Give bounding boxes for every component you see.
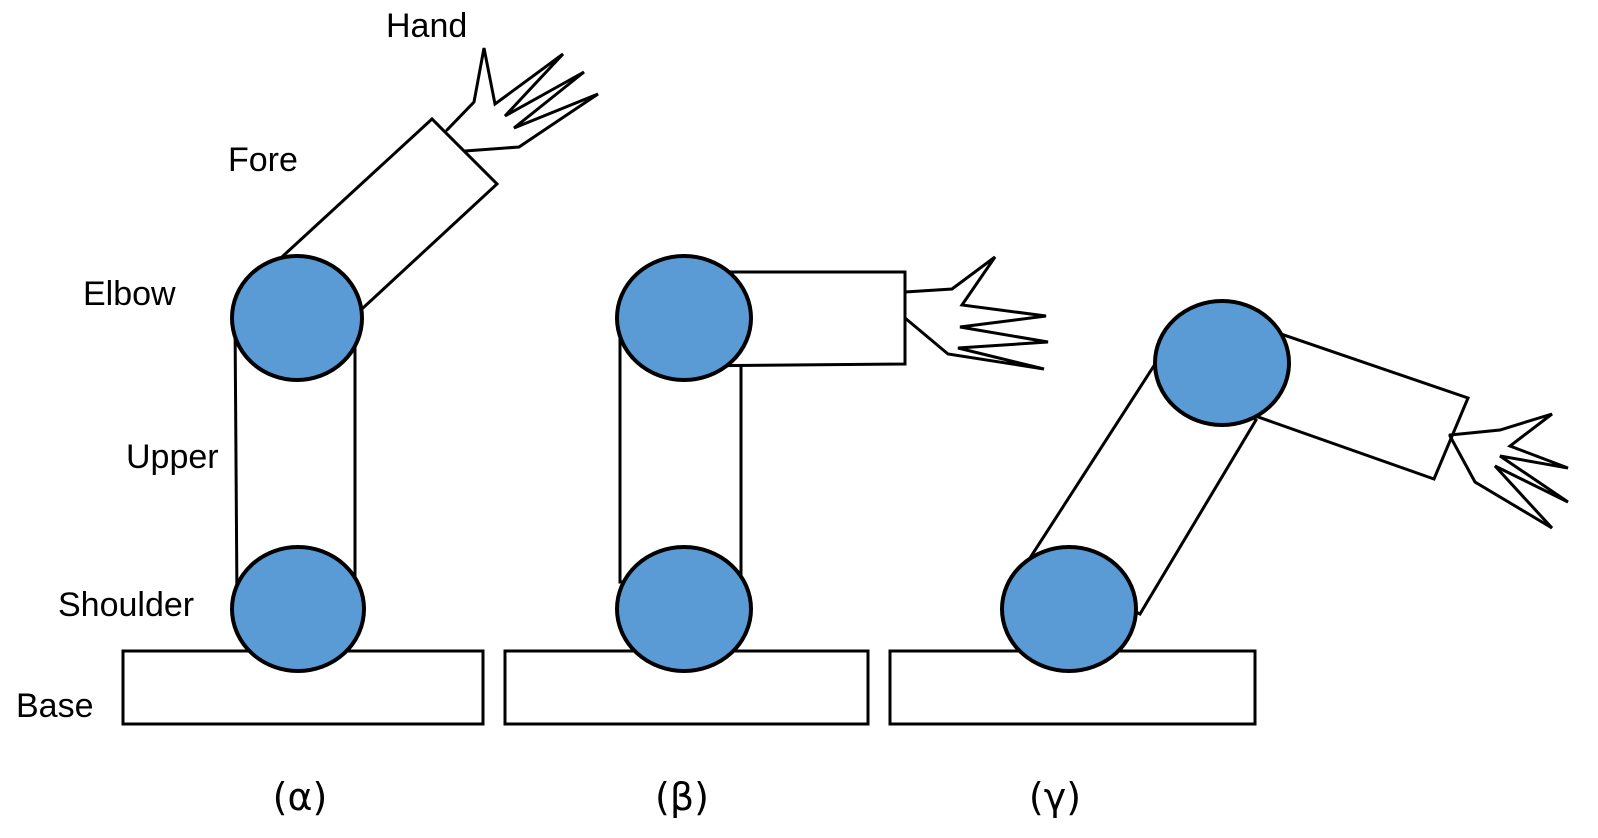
caption-gamma: (γ) bbox=[1029, 775, 1081, 819]
caption-alpha: (α) bbox=[273, 775, 328, 819]
elbow-joint-gamma bbox=[1153, 299, 1291, 427]
label-fore: Fore bbox=[228, 141, 298, 179]
hand-gripper-beta bbox=[903, 255, 1049, 371]
label-elbow: Elbow bbox=[83, 275, 176, 313]
hand-gripper-gamma bbox=[1448, 412, 1569, 530]
label-hand: Hand bbox=[386, 7, 467, 45]
arm-gamma bbox=[888, 299, 1569, 726]
caption-beta: (β) bbox=[655, 775, 709, 819]
elbow-joint-beta bbox=[615, 254, 753, 382]
hand-gripper-alpha bbox=[445, 47, 599, 153]
label-shoulder: Shoulder bbox=[58, 586, 194, 624]
shoulder-joint-beta bbox=[615, 545, 753, 673]
elbow-joint-alpha bbox=[230, 254, 364, 382]
label-base: Base bbox=[16, 687, 94, 725]
arm-beta bbox=[503, 254, 1049, 726]
arm-alpha bbox=[121, 47, 599, 726]
label-upper: Upper bbox=[126, 438, 219, 476]
shoulder-joint-gamma bbox=[1000, 545, 1138, 673]
shoulder-joint-alpha bbox=[230, 545, 366, 673]
